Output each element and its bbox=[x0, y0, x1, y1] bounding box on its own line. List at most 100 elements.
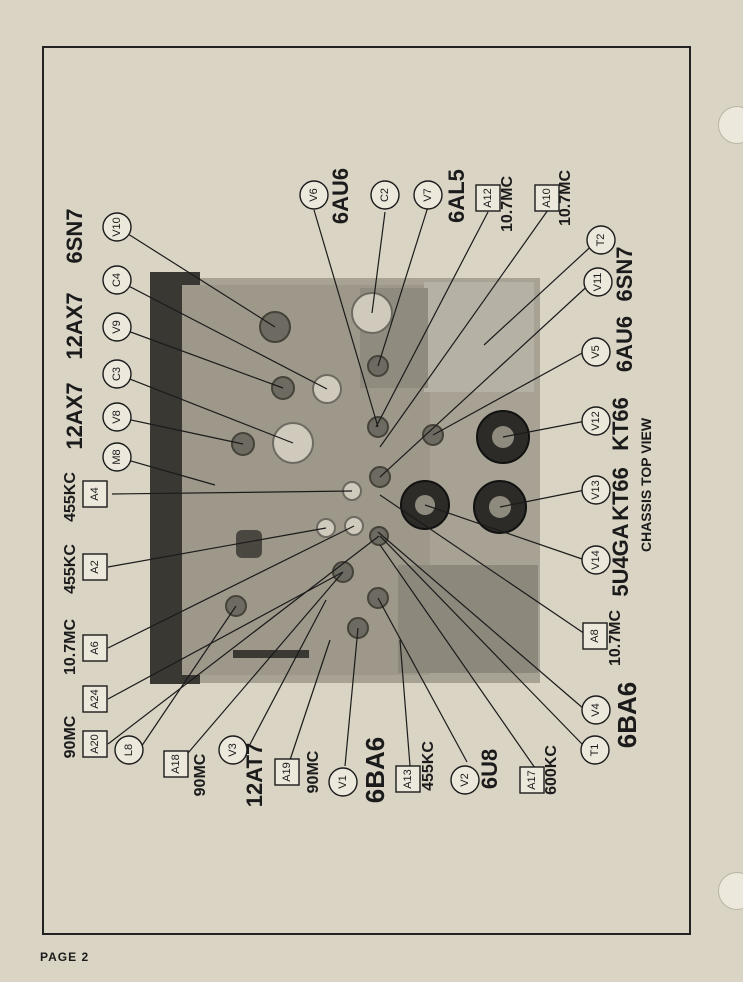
callout-v12: V12 bbox=[581, 406, 611, 436]
callout-c4: C4 bbox=[102, 265, 132, 295]
callout-shape bbox=[475, 184, 501, 212]
callout-shape bbox=[102, 312, 132, 342]
callout-a4: A4 bbox=[82, 480, 108, 508]
page-number: PAGE 2 bbox=[40, 950, 90, 964]
callout-shape bbox=[581, 337, 611, 367]
callout-m8: M8 bbox=[102, 442, 132, 472]
callout-shape bbox=[413, 180, 443, 210]
callout-v5: V5 bbox=[581, 337, 611, 367]
callout-text: V4 bbox=[590, 703, 602, 716]
callout-text: A19 bbox=[281, 762, 293, 782]
label-6BA6-v4: 6BA6 bbox=[612, 682, 642, 748]
label-6SN7-left: 6SN7 bbox=[62, 208, 87, 263]
callout-a10: A10 bbox=[534, 184, 560, 212]
callout-shape bbox=[395, 765, 421, 793]
callout-shape bbox=[82, 730, 108, 758]
callout-text: C3 bbox=[111, 367, 123, 381]
callout-a24: A24 bbox=[82, 685, 108, 713]
callout-a19: A19 bbox=[274, 758, 300, 786]
callout-shape bbox=[102, 359, 132, 389]
callout-text: C4 bbox=[111, 273, 123, 287]
callout-text: T1 bbox=[589, 744, 601, 757]
callout-text: A18 bbox=[170, 754, 182, 774]
label-455KC-a: 455KC bbox=[62, 472, 79, 522]
label-600KC: 600KC bbox=[543, 745, 560, 795]
callout-text: V6 bbox=[308, 188, 320, 201]
callout-text: A4 bbox=[89, 487, 101, 500]
callout-shape bbox=[450, 765, 480, 795]
label-455KC-b: 455KC bbox=[62, 544, 79, 594]
callout-text: A10 bbox=[541, 188, 553, 208]
callout-shape bbox=[82, 634, 108, 662]
callout-text: A13 bbox=[402, 769, 414, 789]
label-10.7MC-a10: 10.7MC bbox=[557, 170, 574, 226]
callout-text: V9 bbox=[111, 320, 123, 333]
callout-text: V3 bbox=[227, 743, 239, 756]
callout-c3: C3 bbox=[102, 359, 132, 389]
callout-text: V8 bbox=[111, 410, 123, 423]
callout-text: V7 bbox=[422, 188, 434, 201]
callout-text: V14 bbox=[590, 550, 602, 570]
callout-shape bbox=[82, 480, 108, 508]
callout-v11: V11 bbox=[583, 267, 613, 297]
callout-text: A2 bbox=[89, 560, 101, 573]
label-12AX7-b: 12AX7 bbox=[62, 382, 87, 449]
callout-v10: V10 bbox=[102, 212, 132, 242]
callout-v9: V9 bbox=[102, 312, 132, 342]
callout-v7: V7 bbox=[413, 180, 443, 210]
callout-v3: V3 bbox=[218, 735, 248, 765]
callout-shape bbox=[582, 622, 608, 650]
label-90MC-a18: 90MC bbox=[192, 753, 209, 796]
callout-t2: T2 bbox=[586, 225, 616, 255]
label-10.7MC-left: 10.7MC bbox=[62, 619, 79, 675]
callout-v2: V2 bbox=[450, 765, 480, 795]
callout-a8: A8 bbox=[582, 622, 608, 650]
tube-type-labels: 6SN7 12AX7 12AX7 455KC 455KC 10.7MC 90MC… bbox=[62, 168, 642, 807]
callout-v4: V4 bbox=[581, 695, 611, 725]
callout-shape bbox=[581, 545, 611, 575]
callout-shape bbox=[102, 442, 132, 472]
callout-text: A6 bbox=[89, 641, 101, 654]
callout-text: A17 bbox=[526, 770, 538, 790]
label-6SN7-v11: 6SN7 bbox=[612, 246, 637, 301]
callout-shape bbox=[328, 767, 358, 797]
callout-c2: C2 bbox=[370, 180, 400, 210]
callout-text: V2 bbox=[459, 773, 471, 786]
callout-a18: A18 bbox=[163, 750, 189, 778]
callout-shape bbox=[583, 267, 613, 297]
callout-v8: V8 bbox=[102, 402, 132, 432]
callout-shape bbox=[82, 553, 108, 581]
callout-shape bbox=[519, 766, 545, 794]
callout-shape bbox=[102, 212, 132, 242]
callout-text: V10 bbox=[111, 217, 123, 237]
label-6AU6-v5: 6AU6 bbox=[612, 316, 637, 372]
callout-v14: V14 bbox=[581, 545, 611, 575]
callout-text: A8 bbox=[589, 629, 601, 642]
callout-a2: A2 bbox=[82, 553, 108, 581]
callout-shape bbox=[114, 735, 144, 765]
label-90MC-a19: 90MC bbox=[305, 750, 322, 793]
callout-a20: A20 bbox=[82, 730, 108, 758]
label-6AU6-v6: 6AU6 bbox=[328, 168, 353, 224]
callout-text: A12 bbox=[482, 188, 494, 208]
label-12AX7-a: 12AX7 bbox=[62, 292, 87, 359]
label-6U8: 6U8 bbox=[477, 749, 502, 789]
callout-shape bbox=[581, 695, 611, 725]
callout-shape bbox=[534, 184, 560, 212]
label-10.7MC-a8: 10.7MC bbox=[607, 610, 624, 666]
label-455KC-a13: 455KC bbox=[420, 741, 437, 791]
callout-text: A24 bbox=[89, 689, 101, 709]
callout-v13: V13 bbox=[581, 475, 611, 505]
callout-text: L8 bbox=[123, 744, 135, 756]
callout-v6: V6 bbox=[299, 180, 329, 210]
diagram-caption: CHASSIS TOP VIEW bbox=[638, 417, 654, 552]
page-border bbox=[42, 46, 691, 935]
callout-shape bbox=[370, 180, 400, 210]
label-90MC-left: 90MC bbox=[62, 715, 79, 758]
callout-t1: T1 bbox=[580, 735, 610, 765]
callout-a17: A17 bbox=[519, 766, 545, 794]
callout-text: V13 bbox=[590, 480, 602, 500]
callout-shape bbox=[580, 735, 610, 765]
